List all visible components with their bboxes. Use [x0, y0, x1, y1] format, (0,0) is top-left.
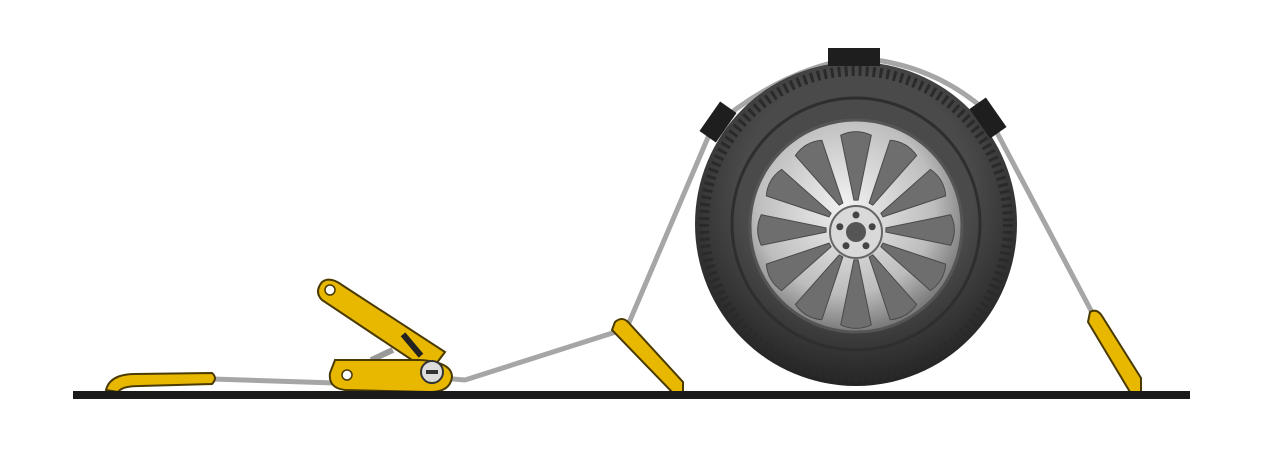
rim-spoke-gap [880, 242, 947, 292]
rim-spoke-gap [794, 254, 844, 321]
rim-spoke-gap [765, 168, 832, 218]
handle-slot [400, 332, 424, 358]
rim-spoke-gap [757, 214, 827, 246]
rim-spoke-gap [868, 139, 918, 206]
rim-spoke-gap [840, 131, 872, 201]
ground-line [73, 391, 1190, 399]
middle-hook [610, 318, 684, 393]
rim-spoke-gap [765, 242, 832, 292]
lug-nut [842, 242, 850, 250]
strap-lower [211, 376, 336, 386]
edge-protector-right [969, 97, 1007, 139]
spindle-slot [426, 370, 438, 374]
wheel [695, 62, 1017, 386]
release-lever[interactable] [369, 347, 395, 363]
tire-tread [699, 66, 1013, 382]
base-hole [341, 369, 353, 381]
hub-center [846, 222, 866, 242]
rim-spoke-gap [868, 254, 918, 321]
handle-hole [324, 284, 336, 296]
ratchet-buckle[interactable] [317, 278, 454, 394]
lug-nut [852, 211, 860, 219]
edge-protector-left [699, 101, 737, 143]
lug-nut [868, 223, 876, 231]
rim-spokes [757, 131, 955, 329]
tire-sidewall [730, 96, 982, 352]
left-hook [104, 371, 216, 394]
lug-nut [836, 223, 844, 231]
rim-spoke-gap [885, 214, 955, 246]
rim-spoke-gap [880, 168, 947, 218]
lug-nuts [836, 211, 876, 250]
rim-spoke-gap [840, 259, 872, 329]
strap-to-hook [439, 327, 623, 383]
right-hook [1086, 309, 1142, 393]
edge-protector-top [828, 48, 880, 66]
rim-spoke-gap [794, 139, 844, 206]
lug-nut [862, 242, 870, 250]
